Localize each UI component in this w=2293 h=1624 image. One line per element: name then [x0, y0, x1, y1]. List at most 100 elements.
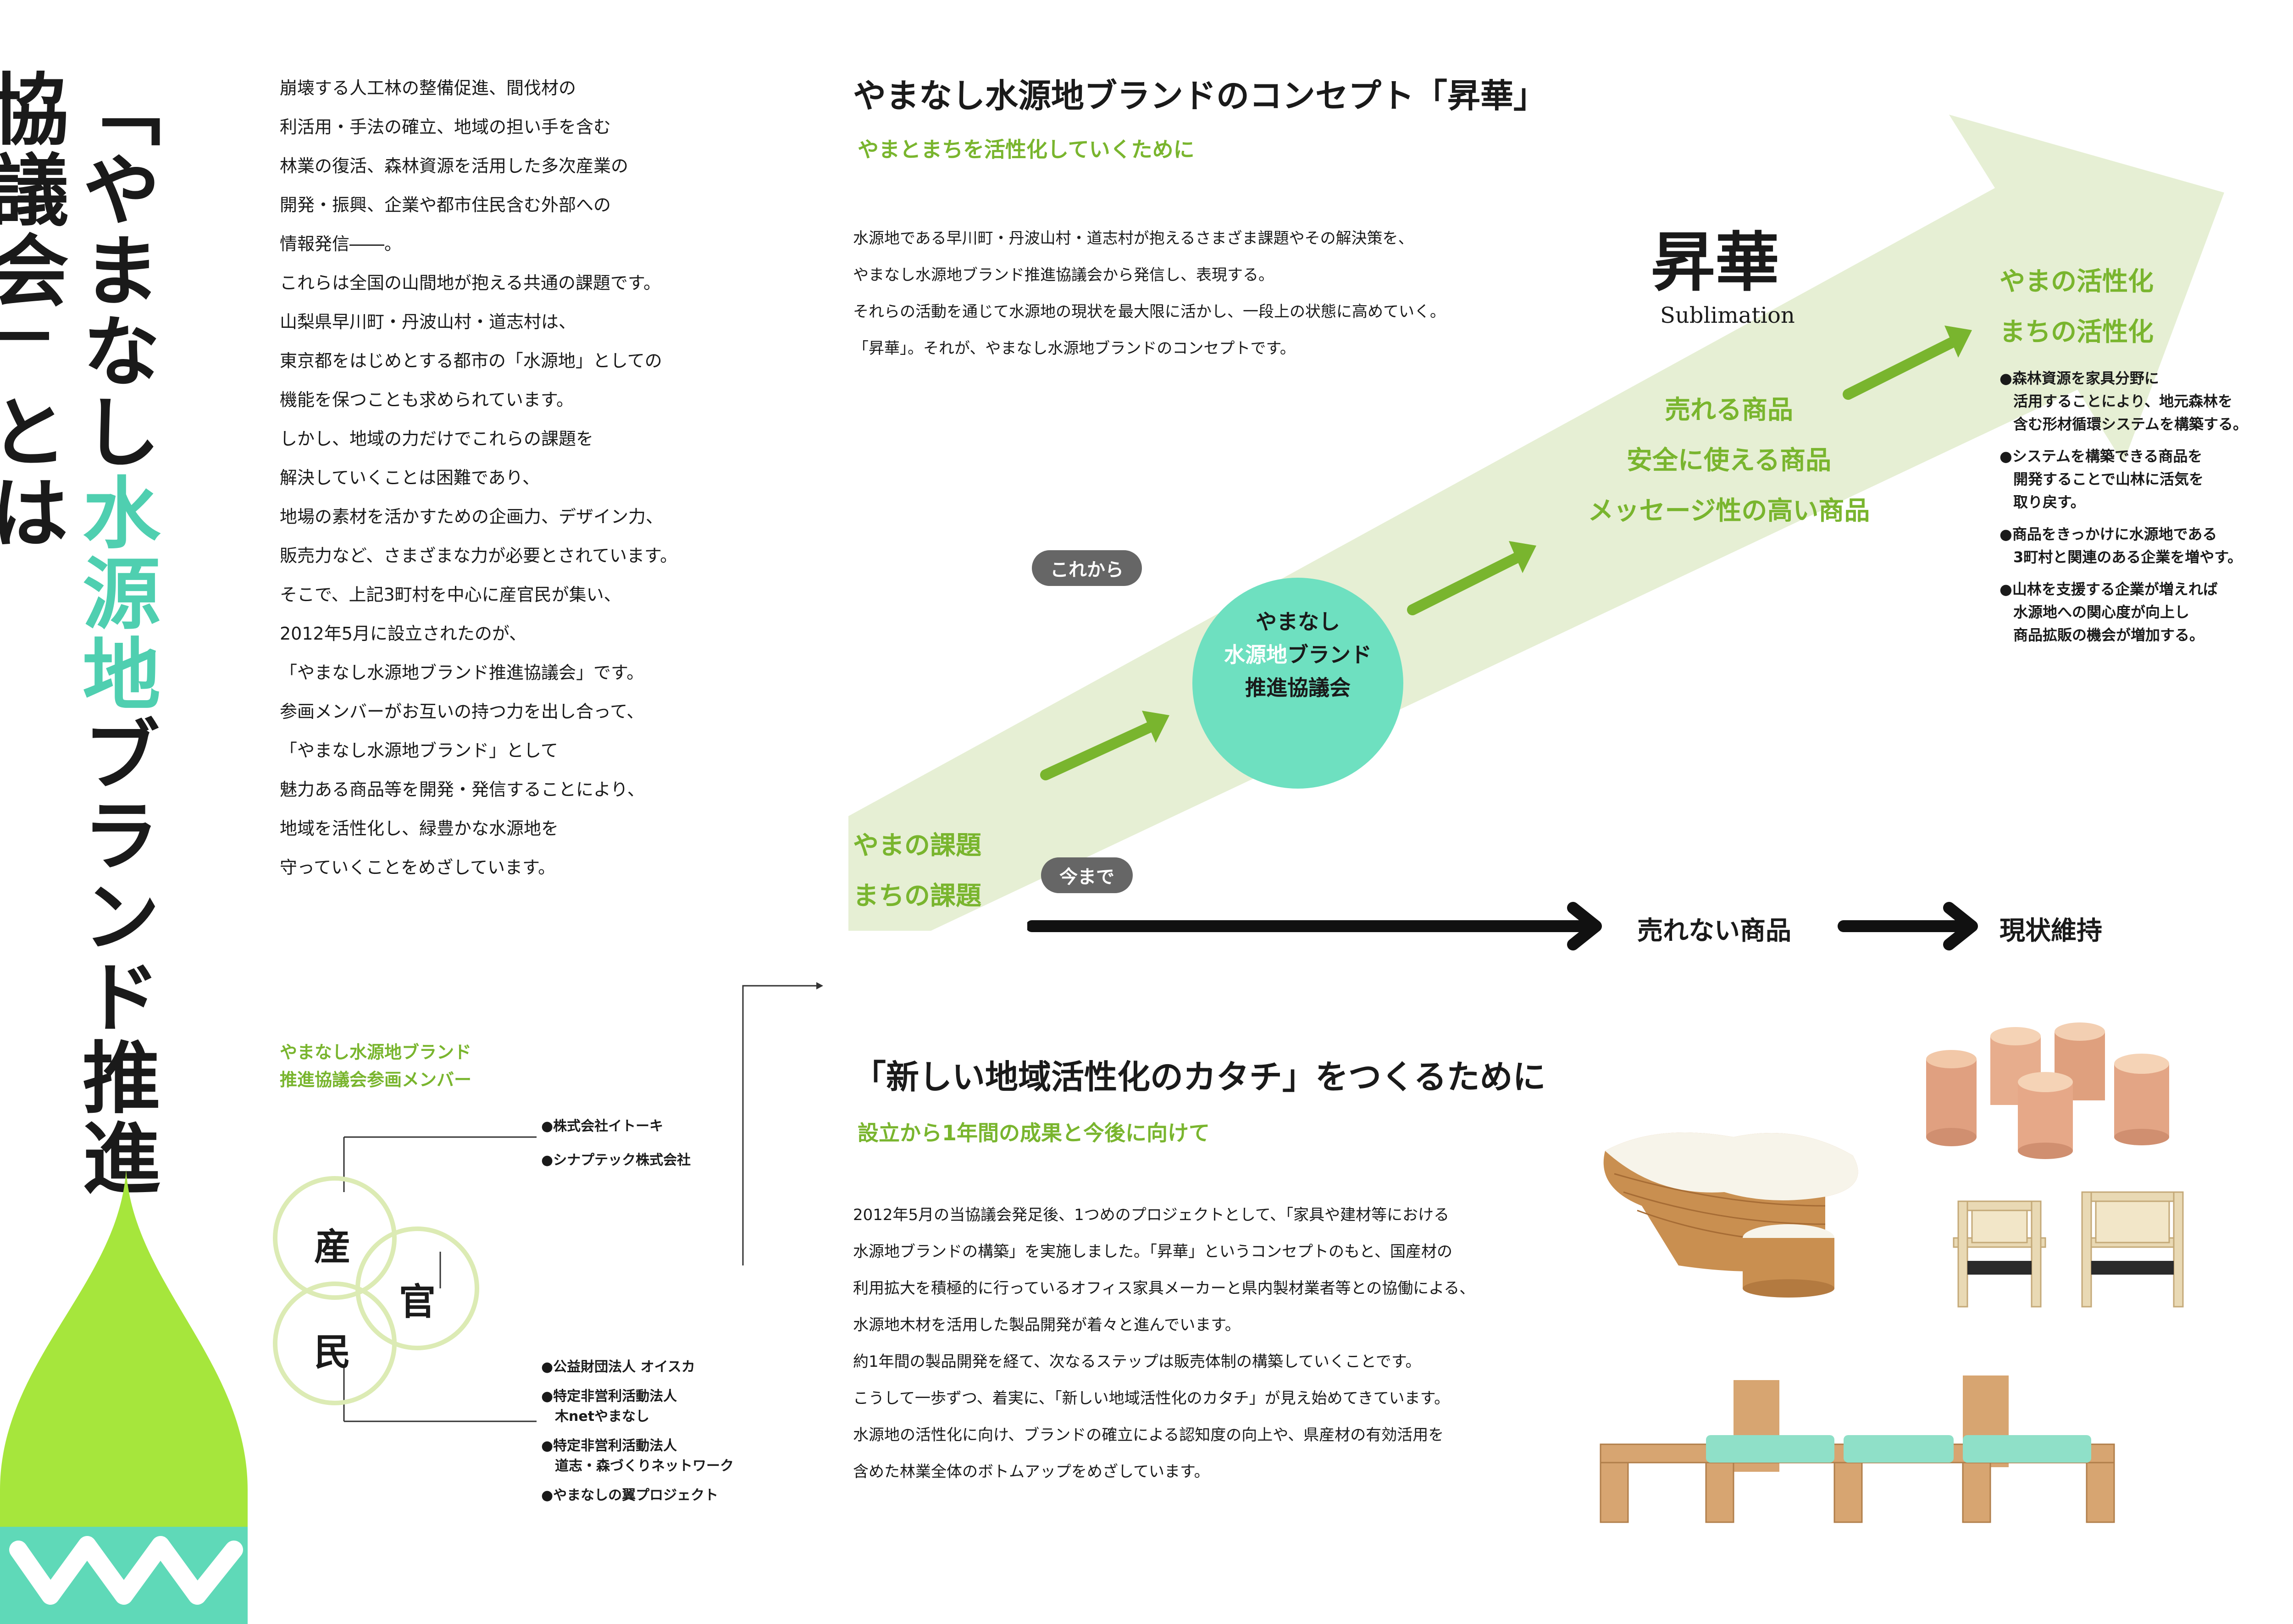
- council-line: 水源地ブランド: [1192, 638, 1403, 671]
- sublimation-arrow: [848, 115, 2224, 931]
- goal-item: まちの活性化: [1999, 317, 2154, 347]
- section2-subheading: 設立から1年間の成果と今後に向けて: [858, 1121, 1210, 1145]
- goal-bullet-line: ●山林を支援する企業が増えれば: [1999, 580, 2218, 598]
- goal-bullet-line: ●商品をきっかけに水源地である: [1999, 525, 2217, 543]
- product-item: メッセージ性の高い商品: [1588, 496, 1870, 526]
- connector-lines: [742, 982, 823, 1265]
- council-line: やまなし: [1256, 609, 1340, 634]
- intro-line: 東京都をはじめとする都市の「水源地」としての: [280, 351, 662, 371]
- council-circle: [1192, 578, 1403, 789]
- min-label: 民: [314, 1331, 351, 1374]
- industry-members: ●株式会社イトーキ ●シナプテック株式会社: [541, 1116, 691, 1171]
- title-part2: 水源地: [69, 472, 161, 714]
- san-kan-min-diagram: [273, 1136, 537, 1422]
- member-item: ●やまなしの翼プロジェクト: [541, 1487, 719, 1503]
- intro-line: 地域を活性化し、緑豊かな水源地を: [280, 818, 559, 839]
- goal-item: やまの活性化: [1999, 267, 2154, 297]
- goal-bullet-line: 含む形材循環システムを構築する。: [2013, 415, 2248, 433]
- civil-members: ●公益財団法人 オイスカ ●特定非営利活動法人 木netやまなし ●特定非営利活…: [541, 1357, 734, 1506]
- section2-line: 2012年5月の当協議会発足後、1つめのプロジェクトとして、「家具や建材等におけ…: [853, 1206, 1450, 1224]
- concept-body: 水源地である早川町・丹波山村・道志村が抱えるさまざま課題やその解決策を、 やまな…: [853, 220, 1446, 367]
- section2-line: 利用拡大を積極的に行っているオフィス家具メーカーと県内製材業者等との協働による、: [853, 1279, 1475, 1298]
- sublimation-kanji: 昇華: [1651, 225, 1780, 300]
- intro-line: しかし、地域の力だけでこれらの課題を: [280, 429, 594, 449]
- goal-bullet-line: 水源地への関心度が向上し: [2013, 603, 2190, 621]
- member-item: ●特定非営利活動法人: [541, 1388, 677, 1404]
- concept-body-line: やまなし水源地ブランド推進協議会から発信し、表現する。: [853, 266, 1274, 284]
- sublimation-english: Sublimation: [1660, 303, 1795, 328]
- council-brand: ブランド: [1287, 642, 1372, 667]
- member-item: ●シナプテック株式会社: [541, 1152, 691, 1168]
- products: 売れる商品 安全に使える商品 メッセージ性の高い商品: [1568, 385, 1889, 536]
- intro-line: 利活用・手法の確立、地域の担い手を含む: [280, 117, 611, 137]
- bench-photo: [1600, 1375, 2115, 1523]
- goal-bullet-line: 3町村と関連のある企業を増やす。: [2013, 548, 2243, 566]
- intro-line: 情報発信――。: [280, 234, 402, 254]
- intro-line: 魅力ある商品等を開発・発信することにより、: [280, 779, 645, 800]
- intro-line: 機能を保つことも求められています。: [280, 390, 574, 410]
- title-part1: 「やまなし: [69, 69, 161, 472]
- problems: やまの課題 まちの課題: [853, 821, 981, 922]
- members-heading-line: 推進協議会参画メンバー: [280, 1070, 472, 1090]
- layered-tables-photo: [1603, 1132, 1858, 1298]
- goal-bullet-line: 商品拡販の機会が増加する。: [2013, 626, 2204, 644]
- member-item: ●特定非営利活動法人: [541, 1438, 677, 1454]
- goals: やまの活性化 まちの活性化: [1999, 257, 2154, 358]
- section2-line: 水源地の活性化に向け、ブランドの確立による認知度の向上や、県産材の有効活用を: [853, 1426, 1444, 1444]
- page-title: 「やまなし水源地ブランド推進協議会」とは: [0, 69, 161, 1215]
- san-label: 産: [314, 1225, 351, 1268]
- product-item: 安全に使える商品: [1626, 446, 1832, 475]
- goal-bullet-line: ●森林資源を家具分野に: [1999, 370, 2159, 387]
- problem-item: まちの課題: [853, 881, 981, 911]
- member-item: ●公益財団法人 オイスカ: [541, 1359, 695, 1375]
- concept-heading: やまなし水源地ブランドのコンセプト「昇華」: [853, 76, 1547, 115]
- imamade-badge: 今まで: [1041, 857, 1133, 893]
- goal-bullet-line: 開発することで山林に活気を: [2013, 470, 2204, 488]
- member-item: 木netやまなし: [555, 1409, 650, 1425]
- section2-line: こうして一歩ずつ、着実に、「新しい地域活性化のカタチ」が見え始めてきています。: [853, 1389, 1450, 1408]
- member-item: 道志・森づくりネットワーク: [555, 1458, 734, 1474]
- intro-line: これらは全国の山間地が抱える共通の課題です。: [280, 273, 661, 293]
- members-heading: やまなし水源地ブランド 推進協議会参画メンバー: [280, 1038, 471, 1094]
- intro-line: 解決していくことは困難であり、: [280, 468, 540, 488]
- intro-line: 2012年5月に設立されたのが、: [280, 624, 527, 644]
- section2-line: 水源地木材を活用した製品開発が着々と進んでいます。: [853, 1316, 1241, 1334]
- intro-line: 崩壊する人工林の整備促進、間伐材の: [280, 78, 576, 98]
- kan-label: 官: [399, 1280, 436, 1323]
- problem-item: やまの課題: [853, 831, 981, 861]
- unsold-products: 売れない商品: [1637, 916, 1791, 946]
- members-heading-line: やまなし水源地ブランド: [280, 1042, 472, 1062]
- goal-bullet-line: 活用することにより、地元森林を: [2013, 392, 2233, 410]
- intro-line: 山梨県早川町・丹波山村・道志村は、: [280, 312, 576, 332]
- member-item: ●株式会社イトーキ: [541, 1118, 664, 1134]
- council-label: やまなし 水源地ブランド 推進協議会: [1192, 605, 1403, 704]
- wooden-chairs-photo: [1953, 1191, 2184, 1308]
- water-drop-graphic: [0, 1169, 248, 1624]
- council-line: 推進協議会: [1245, 675, 1351, 700]
- intro-line: 「やまなし水源地ブランド」として: [280, 740, 558, 761]
- section2-line: 約1年間の製品開発を経て、次なるステップは販売体制の構築していくことです。: [853, 1353, 1421, 1371]
- goal-bullet-line: ●システムを構築できる商品を: [1999, 447, 2203, 465]
- status-quo: 現状維持: [1999, 916, 2102, 946]
- council-suigen: 水源地: [1224, 642, 1287, 667]
- intro-line: そこで、上記3町村を中心に産官民が集い、: [280, 585, 621, 605]
- concept-body-line: それらの活動を通じて水源地の現状を最大限に活かし、一段上の状態に高めていく。: [853, 303, 1446, 321]
- intro-line: 林業の復活、森林資源を活用した多次産業の: [280, 156, 629, 176]
- intro-line: 参画メンバーがお互いの持つ力を出し合って、: [280, 702, 644, 722]
- title-part3: ブランド推進協議会」とは: [0, 69, 161, 1199]
- product-item: 売れる商品: [1665, 395, 1793, 425]
- intro-line: 販売力など、さまざまな力が必要とされています。: [280, 546, 678, 566]
- section2-body: 2012年5月の当協議会発足後、1つめのプロジェクトとして、「家具や建材等におけ…: [853, 1197, 1475, 1490]
- goal-bullets: ●森林資源を家具分野に 活用することにより、地元森林を 含む形材循環システムを構…: [1999, 367, 2248, 646]
- intro-line: 地場の素材を活かすための企画力、デザイン力、: [280, 507, 664, 527]
- intro-text: 崩壊する人工林の整備促進、間伐材の 利活用・手法の確立、地域の担い手を含む 林業…: [280, 69, 830, 887]
- section2-line: 含めた林業全体のボトムアップをめざしています。: [853, 1463, 1210, 1481]
- intro-line: 「やまなし水源地ブランド推進協議会」です。: [280, 663, 644, 683]
- intro-line: 守っていくことをめざしています。: [280, 857, 556, 878]
- korekara-badge: これから: [1032, 550, 1142, 586]
- concept-body-line: 「昇華」。それが、やまなし水源地ブランドのコンセプトです。: [853, 339, 1296, 358]
- section2-line: 水源地ブランドの構築」を実施しました。「昇華」というコンセプトのもと、国産材の: [853, 1243, 1452, 1261]
- wooden-stools-photo: [1926, 1022, 2169, 1159]
- goal-bullet-line: 取り戻す。: [2013, 493, 2085, 511]
- concept-subheading: やまとまちを活性化していくために: [858, 137, 1195, 162]
